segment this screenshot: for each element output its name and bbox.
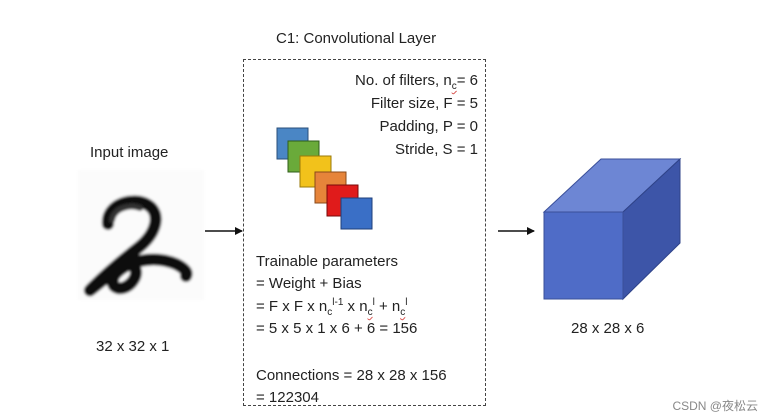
param-stride: Stride, S = 1 <box>395 141 478 158</box>
param-filter-size: Filter size, F = 5 <box>370 95 478 112</box>
connections-line: Connections = 28 x 28 x 156 <box>256 367 447 384</box>
output-dims-label: 28 x 28 x 6 <box>571 320 645 337</box>
cube-front-face <box>543 211 624 300</box>
conv-layer-box <box>243 59 486 406</box>
formula-line-general: = F x F x ncl-1 x ncl + ncl <box>256 297 408 318</box>
input-dims-label: 32 x 32 x 1 <box>96 338 170 355</box>
output-volume-cube <box>542 157 682 301</box>
formula-line-result: = 5 x 5 x 1 x 6 + 6 = 156 <box>256 320 418 337</box>
input-digit-image <box>78 170 204 300</box>
input-image-label: Input image <box>90 144 169 161</box>
filter-square <box>340 197 373 230</box>
layer-title: C1: Convolutional Layer <box>276 30 437 47</box>
trainable-params-heading: Trainable parameters <box>256 253 399 270</box>
filter-stack <box>276 127 373 230</box>
param-padding: Padding, P = 0 <box>379 118 478 135</box>
formula-line-weight-bias: = Weight + Bias <box>256 275 362 292</box>
param-filters: No. of filters, nc= 6 <box>355 72 478 92</box>
watermark: CSDN @夜松云 <box>672 399 758 413</box>
connections-result: = 122304 <box>256 389 319 406</box>
